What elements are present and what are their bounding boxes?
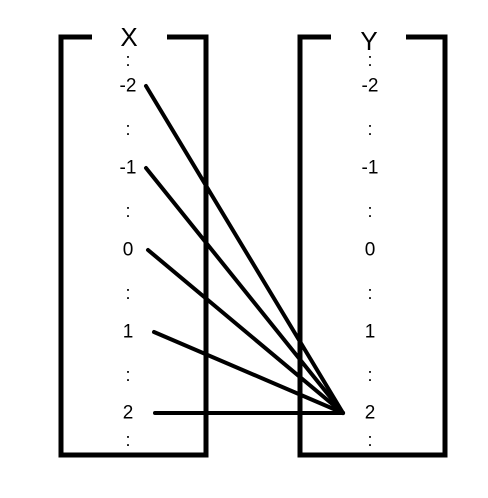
set-y-ellipsis: : bbox=[367, 50, 372, 70]
set-x-ellipsis: : bbox=[125, 201, 130, 221]
set-y-ellipsis: : bbox=[367, 119, 372, 139]
set-y-box bbox=[297, 34, 448, 458]
set-x-element: -2 bbox=[120, 76, 137, 97]
set-y-elements: -2 -1 0 1 2 bbox=[362, 76, 379, 424]
set-x-label: X bbox=[120, 22, 137, 52]
set-x-ellipsis: : bbox=[125, 283, 130, 303]
set-y-ellipsis: : bbox=[367, 430, 372, 450]
set-x-ellipses: :::::: bbox=[125, 50, 130, 450]
mapping-line bbox=[144, 166, 345, 415]
set-x-elements: -2 -1 0 1 2 bbox=[120, 76, 137, 424]
set-x-element: 2 bbox=[123, 403, 134, 424]
set-y-ellipsis: : bbox=[367, 283, 372, 303]
set-x-ellipsis: : bbox=[125, 365, 130, 385]
set-y-element: -1 bbox=[362, 158, 379, 179]
set-x-ellipsis: : bbox=[125, 119, 130, 139]
set-x-element: 1 bbox=[123, 322, 134, 343]
set-y-element: -2 bbox=[362, 76, 379, 97]
set-y-element: 0 bbox=[365, 240, 376, 261]
mapping-line bbox=[144, 84, 345, 415]
set-y-label: Y bbox=[360, 26, 377, 56]
set-y-element: 2 bbox=[365, 403, 376, 424]
set-x-ellipsis: : bbox=[125, 50, 130, 70]
set-y-element: 1 bbox=[365, 322, 376, 343]
mapping-line bbox=[146, 248, 345, 415]
mapping-line bbox=[152, 330, 345, 415]
set-x-element: 0 bbox=[123, 240, 134, 261]
set-y-ellipsis: : bbox=[367, 201, 372, 221]
set-x-ellipsis: : bbox=[125, 430, 130, 450]
set-x-box bbox=[58, 34, 209, 458]
set-y-ellipses: :::::: bbox=[367, 50, 372, 450]
set-y-ellipsis: : bbox=[367, 365, 372, 385]
mapping-lines bbox=[144, 84, 345, 415]
set-x-element: -1 bbox=[120, 158, 137, 179]
